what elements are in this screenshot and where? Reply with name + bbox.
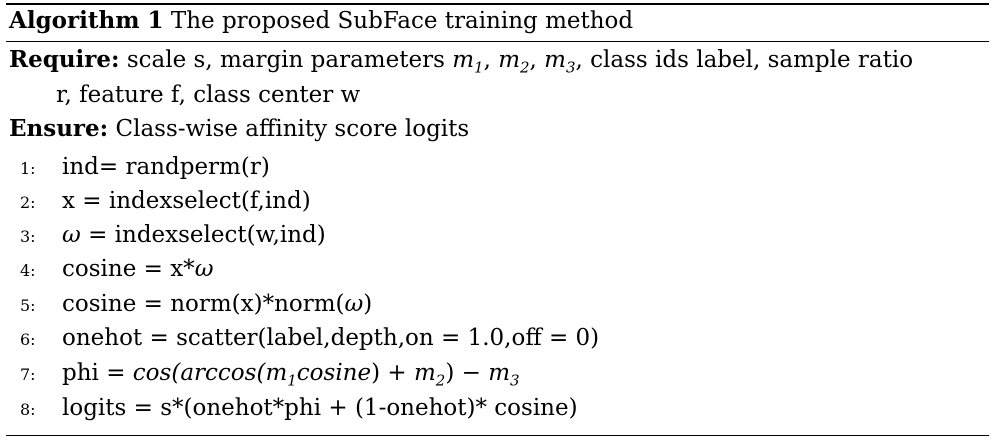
omega-symbol: ω — [62, 222, 81, 248]
paren-close-minus: ) − — [445, 360, 489, 386]
ensure-keyword: Ensure: — [9, 115, 109, 142]
step-6: 6: onehot = scatter(label,depth,on = 1.0,… — [20, 323, 599, 355]
m1-symbol: m1 — [265, 360, 297, 390]
step-number: 8: — [20, 400, 36, 419]
require-continuation: r, feature f, class center w — [56, 82, 361, 108]
step-text: = indexselect(w,ind) — [80, 222, 326, 248]
require-line: Require: scale s, margin parameters m1 , … — [9, 46, 914, 77]
step-7: 7:phi = cos(arccos(m1cosine) + m2) − m3 — [20, 358, 520, 390]
step-number: 3: — [20, 227, 36, 246]
bottom-rule — [6, 435, 989, 436]
step-text: x = indexselect(f,ind) — [62, 188, 311, 214]
func-arccos: arccos — [180, 360, 257, 386]
m3-symbol: m3 — [488, 360, 520, 390]
step-text: phi = — [62, 360, 133, 386]
algorithm-caption: The proposed SubFace training method — [170, 8, 634, 34]
step-8: 8: logits = s*(onehot*phi + (1-onehot)* c… — [20, 393, 578, 425]
step-number: 5: — [20, 296, 36, 315]
require-text-b: , class ids label, sample ratio — [575, 47, 914, 73]
top-rule — [6, 3, 989, 5]
algorithm-title: Algorithm 1 The proposed SubFace trainin… — [9, 6, 633, 36]
step-number: 1: — [20, 159, 36, 178]
step-text: cosine = norm(x)*norm( — [62, 291, 345, 317]
paren-close-plus: ) + — [371, 360, 414, 386]
step-text: onehot = scatter(label,depth,on = 1.0,of… — [62, 325, 600, 351]
omega-symbol: ω — [194, 256, 214, 282]
step-3: 3: ω = indexselect(w,ind) — [20, 220, 326, 252]
step-number: 7: — [20, 365, 36, 384]
func-cos: cos — [132, 360, 172, 386]
func-cosine: cosine — [296, 360, 372, 386]
step-text: ind= randperm(r) — [62, 154, 270, 180]
step-text: logits = s*(onehot*phi + (1-onehot)* cos… — [62, 395, 578, 421]
step-text: cosine = x* — [62, 256, 195, 282]
step-2: 2: x = indexselect(f,ind) — [20, 186, 311, 218]
step-1: 1: ind= randperm(r) — [20, 152, 270, 184]
step-text-end: ) — [363, 291, 373, 317]
require-keyword: Require: — [9, 46, 120, 73]
step-4: 4: cosine = x*ω — [20, 254, 213, 286]
paren-open-2: ( — [256, 360, 266, 386]
step-5: 5: cosine = norm(x)*norm(ω) — [20, 289, 372, 321]
ensure-line: Ensure: Class-wise affinity score logits — [9, 114, 469, 144]
require-text-a: scale s, margin parameters — [126, 47, 445, 73]
omega-symbol: ω — [344, 291, 364, 317]
paren-open: ( — [171, 360, 181, 386]
m3-symbol: m3 — [544, 47, 576, 77]
m2-symbol: m2 — [413, 360, 446, 390]
ensure-text: Class-wise affinity score logits — [115, 116, 470, 142]
step-number: 6: — [20, 330, 36, 349]
header-rule — [6, 41, 989, 42]
m1-symbol: m1 — [452, 47, 484, 77]
m2-symbol: m2 — [498, 47, 530, 77]
step-number: 2: — [20, 193, 36, 212]
step-number: 4: — [20, 261, 36, 280]
algorithm-label: Algorithm 1 — [9, 7, 164, 34]
